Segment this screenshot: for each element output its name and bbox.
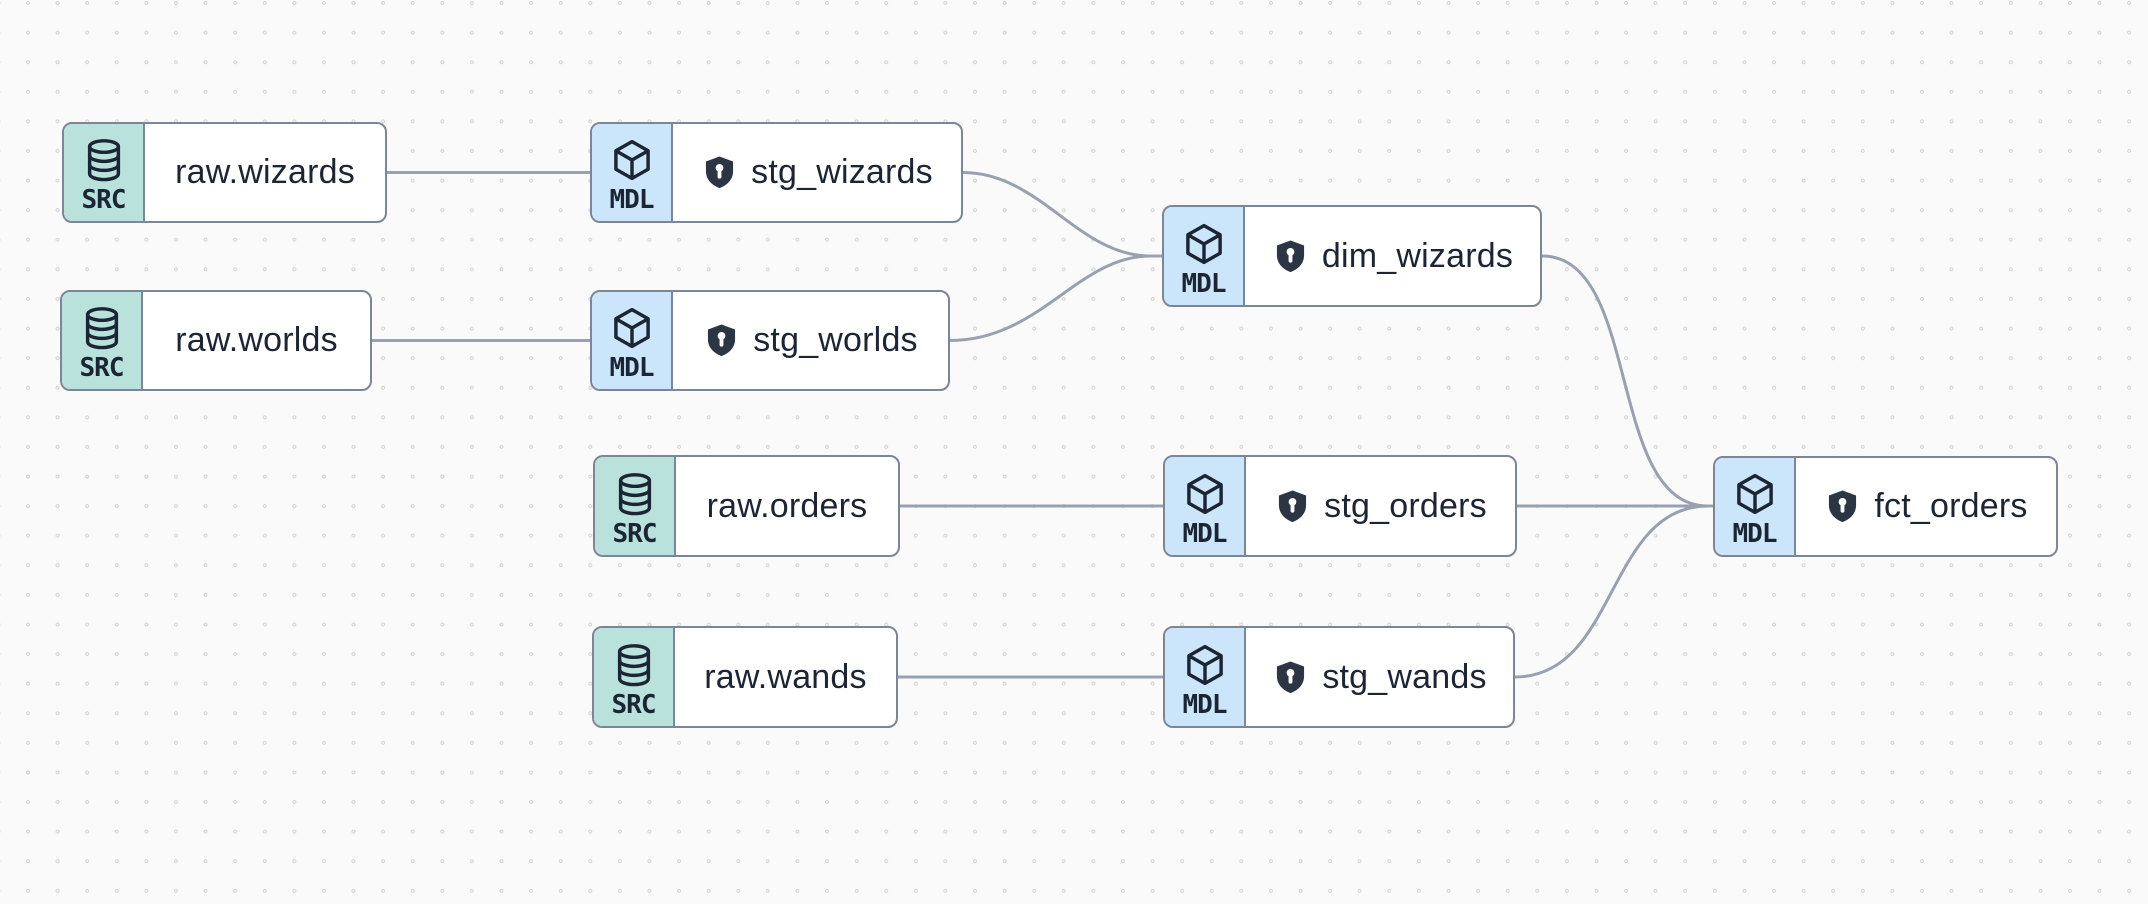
node-type-label: SRC: [81, 185, 127, 215]
lineage-node-raw-orders[interactable]: SRC raw.orders: [593, 455, 900, 557]
lineage-node-raw-wizards[interactable]: SRC raw.wizards: [62, 122, 387, 223]
source-type-badge: SRC: [62, 292, 143, 389]
lineage-node-raw-wands[interactable]: SRC raw.wands: [592, 626, 898, 728]
shield-lock-icon: [1279, 489, 1307, 522]
edge-dim-wizards-to-fct-orders: [1541, 254, 1709, 508]
lineage-node-stg-wizards[interactable]: MDL stg_wizards: [590, 122, 963, 223]
node-type-label: MDL: [1182, 689, 1228, 720]
database-icon: [617, 643, 650, 686]
node-type-label: SRC: [612, 518, 658, 549]
lineage-node-dim-wizards[interactable]: MDL dim_wizards: [1162, 205, 1542, 307]
database-icon: [85, 307, 118, 350]
cube-icon: [1186, 473, 1223, 514]
node-label: stg_worlds: [753, 321, 918, 359]
model-type-badge: MDL: [1715, 458, 1796, 555]
node-label: stg_wands: [1322, 657, 1487, 696]
node-type-label: MDL: [1181, 268, 1227, 299]
model-type-badge: MDL: [1165, 628, 1246, 726]
node-type-label: MDL: [609, 353, 655, 383]
lineage-node-stg-wands[interactable]: MDL stg_wands: [1163, 626, 1515, 728]
lineage-node-fct-orders[interactable]: MDL fct_orders: [1713, 456, 2058, 557]
shield-lock-icon: [1276, 239, 1304, 272]
cube-icon: [1736, 473, 1773, 515]
node-label: raw.orders: [706, 486, 868, 525]
source-type-badge: SRC: [595, 457, 676, 555]
shield-lock-icon: [1277, 660, 1305, 693]
shield-lock-icon: [1829, 490, 1857, 523]
node-body: stg_wizards: [673, 124, 961, 221]
node-body: raw.orders: [676, 457, 898, 555]
node-type-label: MDL: [1732, 519, 1778, 549]
lineage-node-stg-orders[interactable]: MDL stg_orders: [1163, 455, 1517, 557]
node-body: raw.worlds: [143, 292, 370, 389]
node-body: raw.wizards: [145, 124, 385, 221]
edge-stg-worlds-to-dim-wizards: [949, 254, 1151, 342]
node-body: stg_orders: [1246, 457, 1515, 555]
node-type-label: SRC: [79, 353, 125, 383]
node-type-label: MDL: [1182, 518, 1228, 549]
edge-stg-wands-to-fct-orders: [1514, 504, 1709, 679]
lineage-node-raw-worlds[interactable]: SRC raw.worlds: [60, 290, 372, 391]
shield-lock-icon: [708, 324, 736, 357]
lineage-node-stg-worlds[interactable]: MDL stg_worlds: [590, 290, 950, 391]
node-label: raw.worlds: [175, 321, 338, 359]
node-type-label: SRC: [611, 689, 657, 720]
database-icon: [87, 139, 120, 182]
node-label: fct_orders: [1874, 487, 2028, 525]
node-body: stg_wands: [1246, 628, 1513, 726]
node-label: raw.wizards: [175, 153, 355, 191]
node-body: fct_orders: [1796, 458, 2056, 555]
model-type-badge: MDL: [592, 124, 673, 221]
cube-icon: [613, 139, 650, 181]
node-type-label: MDL: [609, 185, 655, 215]
node-body: stg_worlds: [673, 292, 948, 389]
source-type-badge: SRC: [594, 628, 675, 726]
model-type-badge: MDL: [1164, 207, 1245, 305]
node-label: stg_wizards: [751, 153, 933, 191]
node-body: dim_wizards: [1245, 207, 1540, 305]
cube-icon: [1186, 644, 1223, 685]
cube-icon: [613, 307, 650, 349]
node-label: dim_wizards: [1321, 236, 1514, 275]
model-type-badge: MDL: [592, 292, 673, 389]
cube-icon: [1185, 223, 1222, 264]
model-type-badge: MDL: [1165, 457, 1246, 555]
node-label: raw.wands: [704, 657, 867, 696]
edge-stg-wizards-to-dim-wizards: [962, 171, 1162, 258]
source-type-badge: SRC: [64, 124, 145, 221]
shield-lock-icon: [706, 156, 734, 189]
node-label: stg_orders: [1324, 486, 1487, 525]
node-body: raw.wands: [675, 628, 896, 726]
database-icon: [618, 472, 651, 515]
